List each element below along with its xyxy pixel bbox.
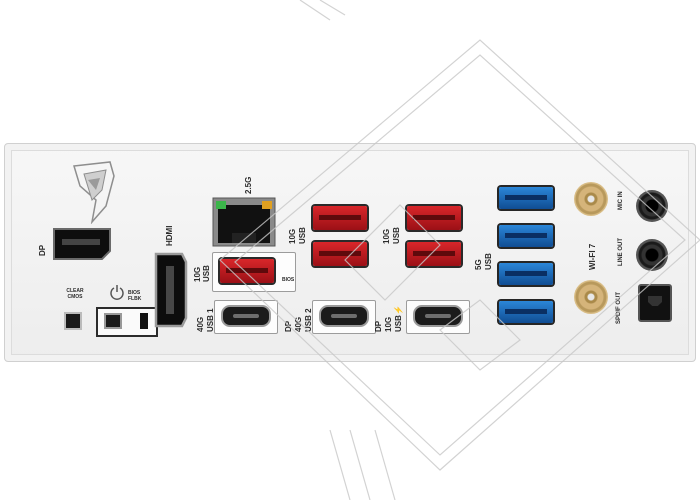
clear-cmos-button[interactable] bbox=[64, 312, 82, 330]
bios-label: BIOS bbox=[282, 277, 295, 283]
power-ring-icon bbox=[110, 285, 124, 300]
usb-10g-bios-label-1: 10G bbox=[193, 266, 202, 282]
usb-10g-a-label-2: USB bbox=[298, 227, 307, 244]
usb-10g-bios-port[interactable] bbox=[220, 259, 274, 283]
dp3-label-1: DP bbox=[374, 320, 383, 332]
usb-5g-label-1: 5G bbox=[474, 259, 483, 270]
bios-flbk-led bbox=[140, 313, 148, 329]
usb-5g-port-1[interactable] bbox=[499, 187, 553, 209]
dp2-label-2: 40G bbox=[294, 316, 303, 332]
line-out-label: LINE OUT bbox=[618, 238, 624, 266]
usb-10g-b-label-1: 10G bbox=[382, 228, 391, 244]
hdmi-label: HDMI bbox=[165, 225, 174, 246]
bios-flbk-label: BIOS FLBK bbox=[128, 290, 142, 302]
usb-10g-a-label-1: 10G bbox=[288, 228, 297, 244]
wifi-antenna-connector-bottom[interactable] bbox=[574, 280, 608, 314]
dp3-label-2: 10G bbox=[384, 316, 393, 332]
mic-in-jack[interactable] bbox=[636, 190, 668, 222]
hdmi-port[interactable] bbox=[152, 252, 188, 328]
usb-10g-a-port-top[interactable] bbox=[313, 206, 367, 230]
lan-label: 2.5G bbox=[244, 176, 253, 194]
dp-label: DP bbox=[38, 244, 47, 256]
usb-c-port-40g-1[interactable] bbox=[221, 305, 271, 327]
usb-c-port-10g[interactable] bbox=[413, 305, 463, 327]
usb-10g-b-port-top[interactable] bbox=[407, 206, 461, 230]
displayport-port[interactable] bbox=[52, 227, 112, 261]
dp3-label-3: USB⚡ bbox=[394, 305, 403, 332]
usb-10g-b-label-2: USB bbox=[392, 227, 401, 244]
usb40-1-label-1: 40G bbox=[196, 316, 205, 332]
clear-cmos-label: CLEAR CMOS bbox=[66, 288, 84, 300]
wifi-label: WI-FI 7 bbox=[588, 243, 597, 270]
rog-logo-icon bbox=[73, 161, 115, 224]
usb-10g-bios-label-2: USB bbox=[202, 265, 211, 282]
usb-10g-a-port-bottom[interactable] bbox=[313, 242, 367, 266]
spdif-label: SPDIF OUT bbox=[616, 291, 622, 324]
usb-c-port-40g-2[interactable] bbox=[319, 305, 369, 327]
usb-5g-port-2[interactable] bbox=[499, 225, 553, 247]
usb-5g-port-4[interactable] bbox=[499, 301, 553, 323]
rj45-port-icon[interactable] bbox=[212, 197, 276, 247]
bios-flbk-button[interactable] bbox=[104, 313, 122, 329]
line-out-jack[interactable] bbox=[636, 239, 668, 271]
wifi-antenna-connector-top[interactable] bbox=[574, 182, 608, 216]
usb-5g-port-3[interactable] bbox=[499, 263, 553, 285]
mic-in-label: MIC IN bbox=[618, 191, 624, 210]
spdif-out-port[interactable] bbox=[638, 284, 672, 322]
dp2-label-1: DP bbox=[284, 320, 293, 332]
usb-10g-b-port-bottom[interactable] bbox=[407, 242, 461, 266]
usb-5g-label-2: USB bbox=[484, 253, 493, 270]
